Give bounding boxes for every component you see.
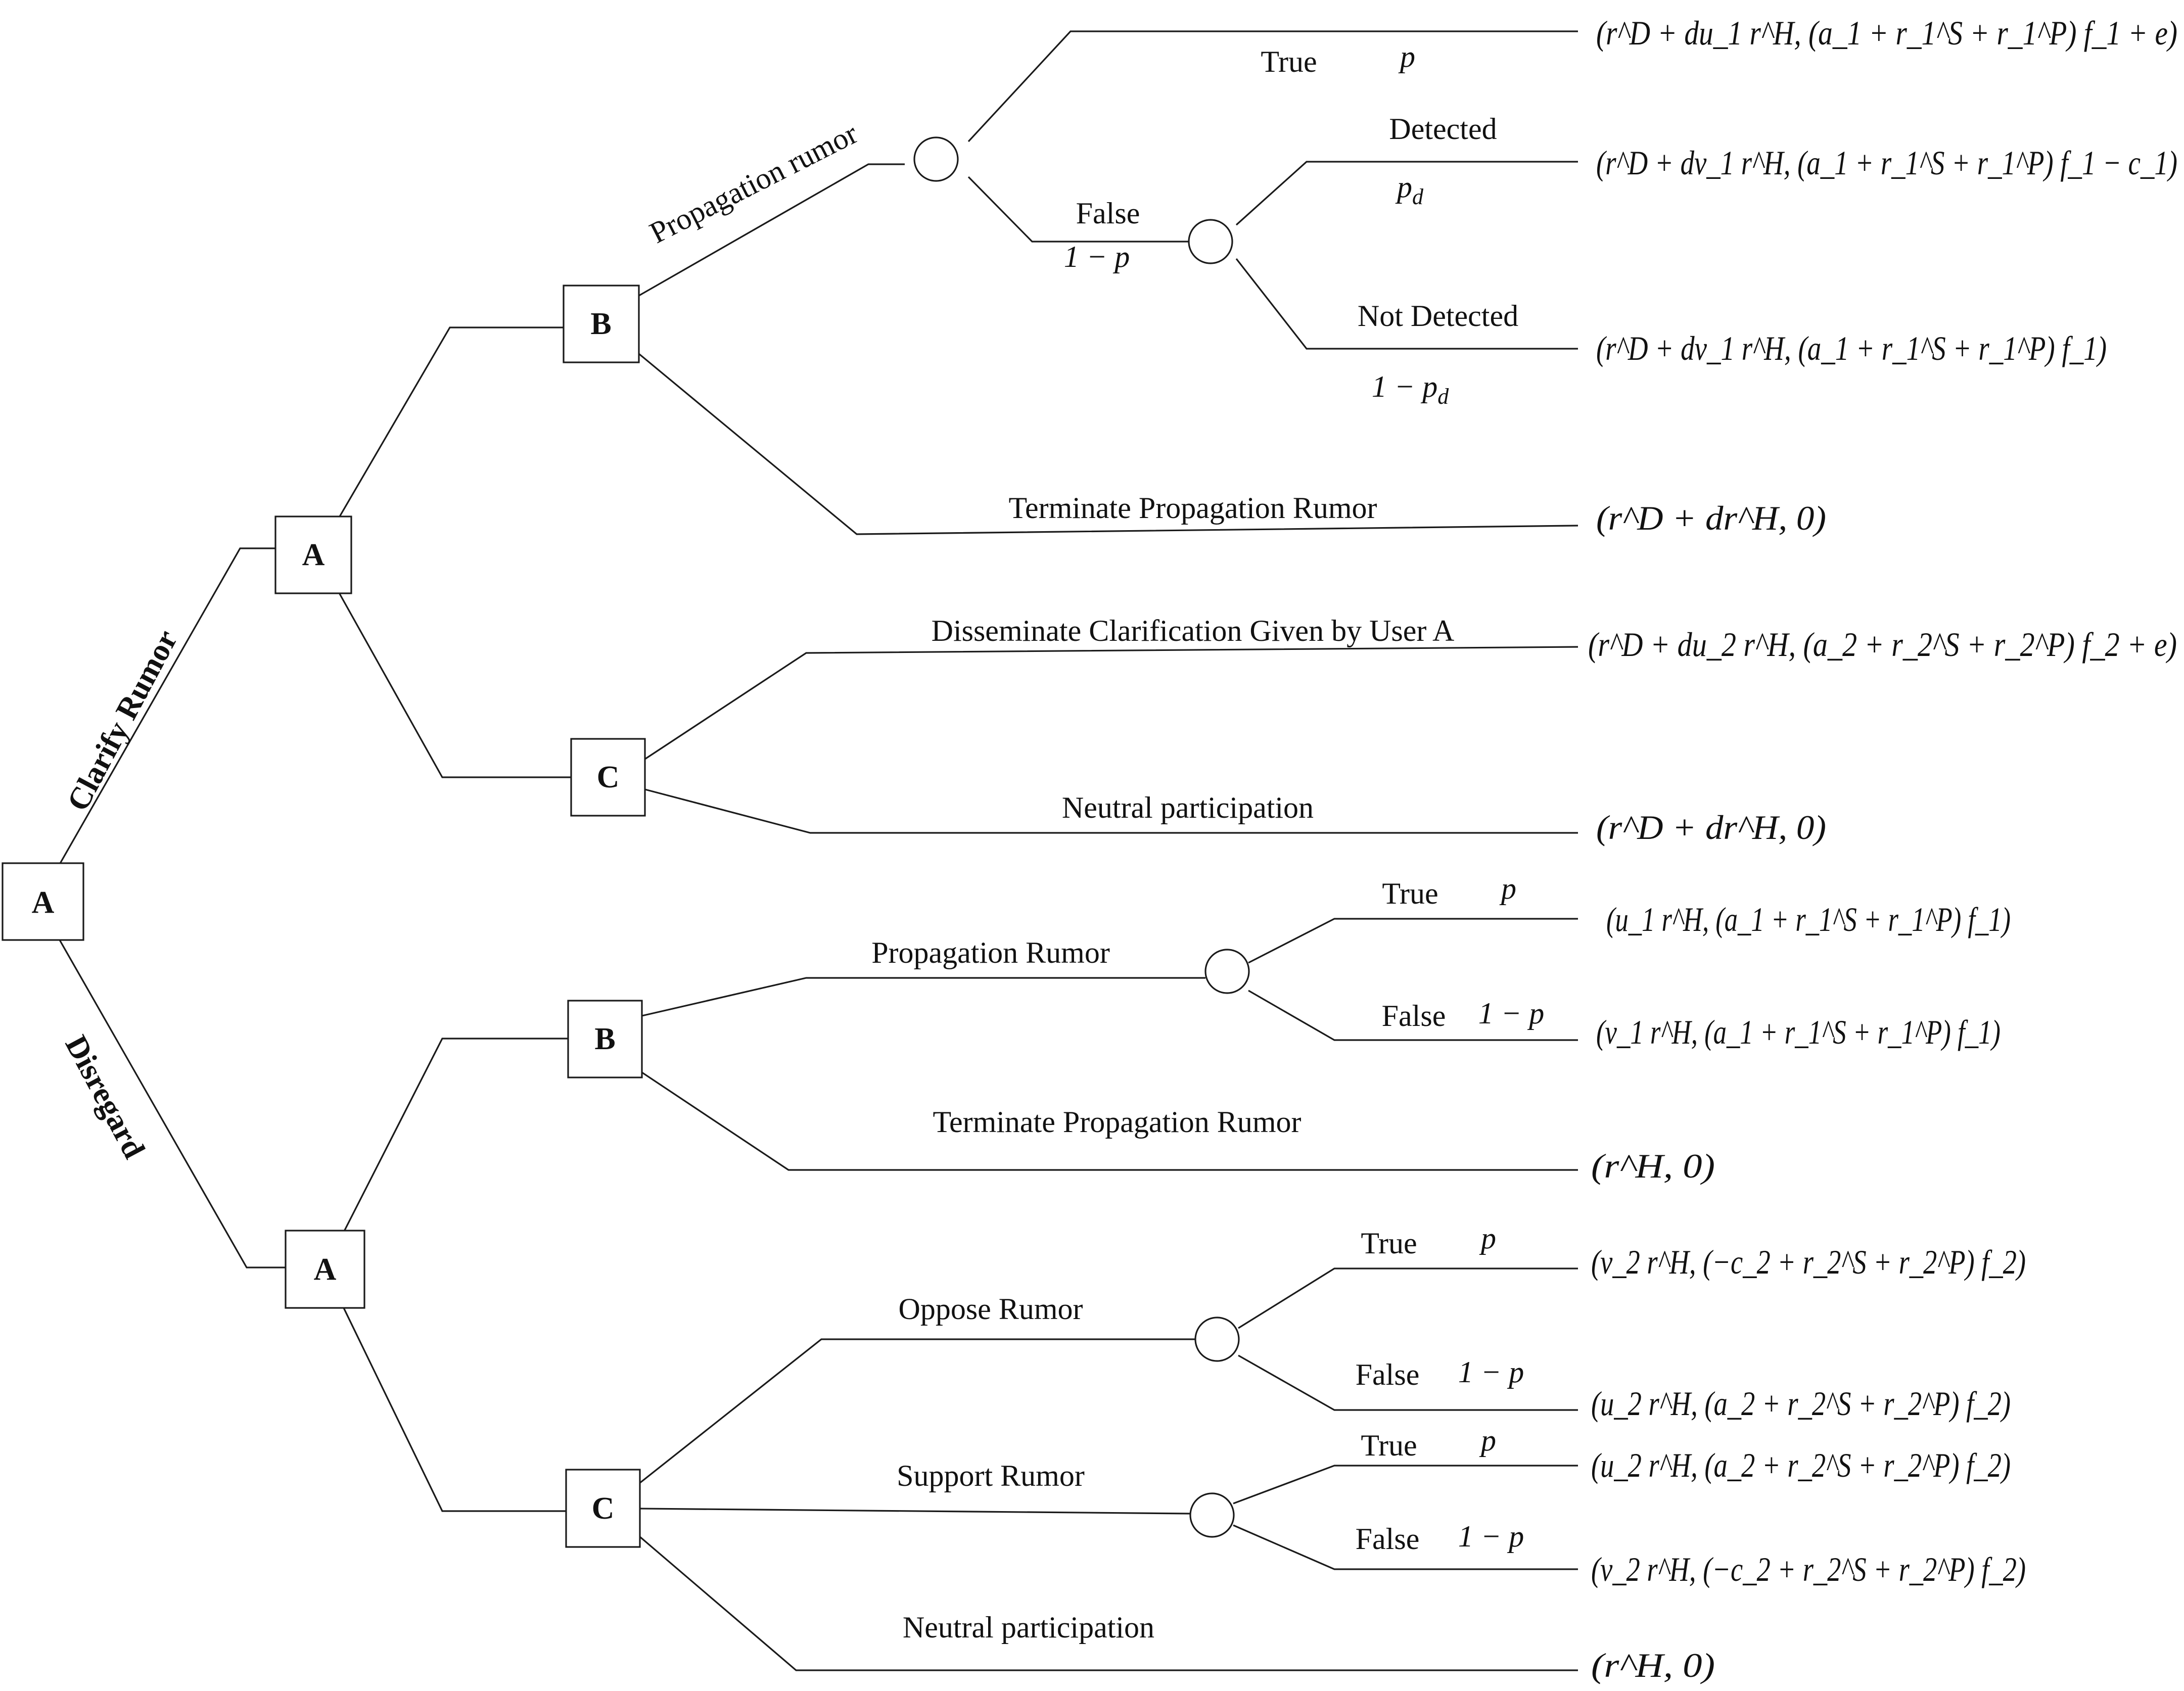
- chance-node-l-prop: [1204, 949, 1250, 994]
- payoff-7: (u_1 r^H, (a_1 + r_1^S + r_1^P) f_1): [1606, 900, 2011, 938]
- edge-upper-a-c: [339, 593, 571, 778]
- l-prop-false-prob: 1 − p: [1478, 997, 1545, 1030]
- edge-u-prop: [638, 163, 905, 297]
- u-true-label: True: [1261, 45, 1317, 78]
- edge-l-oppose: [639, 1338, 1195, 1484]
- edge-l-sup-false: [1233, 1524, 1578, 1570]
- lower-node-b: B: [567, 1000, 643, 1078]
- upper-node-a: A: [274, 515, 352, 594]
- lower-node-c: C: [565, 1469, 641, 1548]
- svg-text:A: A: [314, 1252, 337, 1287]
- u-true-prob: p: [1398, 40, 1415, 73]
- u-notdetected-label: Not Detected: [1358, 299, 1518, 333]
- edge-labels: True p False 1 − p Detected pd Not Detec…: [871, 40, 1544, 1644]
- l-prop-true-label: True: [1382, 877, 1438, 910]
- l-sup-false-prob: 1 − p: [1458, 1520, 1524, 1553]
- l-prop-label: Propagation Rumor: [871, 936, 1110, 969]
- lower-node-a: A: [285, 1230, 365, 1309]
- l-support-label: Support Rumor: [897, 1459, 1085, 1492]
- chance-node-l-oppose: [1194, 1317, 1240, 1362]
- chance-node-u-false: [1188, 219, 1233, 264]
- payoff-4: (r^D + dr^H, 0): [1596, 499, 1826, 537]
- l-prop-true-prob: p: [1499, 872, 1516, 905]
- edge-upper-a-b: [339, 326, 564, 517]
- edge-u-false: [967, 176, 1189, 243]
- payoff-1: (r^D + du_1 r^H, (a_1 + r_1^S + r_1^P) f…: [1596, 14, 2177, 52]
- payoff-2: (r^D + dv_1 r^H, (a_1 + r_1^S + r_1^P) f…: [1596, 144, 2177, 182]
- l-sup-true-label: True: [1361, 1429, 1417, 1462]
- root-node-a: A: [2, 862, 84, 941]
- u-false-label: False: [1076, 197, 1140, 230]
- payoff-14: (r^H, 0): [1591, 1646, 1715, 1684]
- l-sup-true-prob: p: [1479, 1424, 1496, 1457]
- edge-l-prop-false: [1248, 990, 1578, 1041]
- clarify-rumor-label: Clarify Rumor: [61, 625, 184, 817]
- edge-l-terminate: [641, 1071, 1578, 1171]
- payoff-13: (v_2 r^H, (−c_2 + r_2^S + r_2^P) f_2): [1591, 1550, 2026, 1588]
- edge-l-neutral: [638, 1535, 1578, 1671]
- payoff-6: (r^D + dr^H, 0): [1596, 808, 1826, 847]
- edge-lower-a-b: [343, 1038, 568, 1233]
- edge-l-support: [639, 1508, 1191, 1515]
- svg-text:B: B: [590, 307, 611, 341]
- edge-clarify: [59, 547, 275, 865]
- edge-u-terminate: [638, 353, 1578, 535]
- svg-text:C: C: [592, 1491, 615, 1526]
- edge-u-true: [967, 30, 1578, 143]
- edge-u-neutral: [644, 788, 1578, 834]
- l-terminate-label: Terminate Propagation Rumor: [933, 1105, 1302, 1139]
- l-neutral-label: Neutral participation: [903, 1611, 1154, 1644]
- payoffs: (r^D + du_1 r^H, (a_1 + r_1^S + r_1^P) f…: [1588, 14, 2177, 1684]
- edge-l-sup-true: [1233, 1465, 1578, 1505]
- payoff-8: (v_1 r^H, (a_1 + r_1^S + r_1^P) f_1): [1596, 1013, 2001, 1051]
- chance-node-l-support: [1189, 1492, 1235, 1538]
- edge-lower-a-c: [343, 1307, 566, 1512]
- svg-text:A: A: [302, 538, 325, 572]
- u-detected-prob: pd: [1395, 170, 1424, 209]
- payoff-10: (v_2 r^H, (−c_2 + r_2^S + r_2^P) f_2): [1591, 1243, 2026, 1281]
- l-opp-true-label: True: [1361, 1227, 1417, 1260]
- tree-edges: [59, 30, 1578, 1671]
- l-oppose-label: Oppose Rumor: [899, 1292, 1083, 1326]
- payoff-12: (u_2 r^H, (a_2 + r_2^S + r_2^P) f_2): [1591, 1446, 2011, 1484]
- l-prop-false-label: False: [1382, 999, 1446, 1032]
- edge-l-opp-false: [1238, 1354, 1578, 1411]
- svg-text:C: C: [597, 760, 620, 794]
- l-sup-false-label: False: [1356, 1522, 1420, 1556]
- chance-node-u-prop: [913, 136, 959, 182]
- svg-text:A: A: [32, 885, 55, 920]
- edge-l-opp-true: [1238, 1267, 1578, 1329]
- edge-l-prop-true: [1248, 918, 1578, 964]
- upper-node-b: B: [563, 285, 640, 363]
- edge-u-notdetected: [1235, 258, 1578, 350]
- chance-nodes: [913, 136, 1250, 1538]
- edge-l-prop: [641, 977, 1205, 1017]
- payoff-3: (r^D + dv_1 r^H, (a_1 + r_1^S + r_1^P) f…: [1596, 329, 2107, 367]
- u-dissem-label: Disseminate Clarification Given by User …: [932, 614, 1455, 647]
- payoff-11: (u_2 r^H, (a_2 + r_2^S + r_2^P) f_2): [1591, 1384, 2011, 1423]
- edge-u-dissem: [644, 646, 1578, 760]
- disregard-label: Disregard: [59, 1030, 152, 1164]
- upper-node-c: C: [570, 738, 646, 817]
- l-opp-true-prob: p: [1479, 1222, 1496, 1255]
- u-notdetected-prob: 1 − pd: [1372, 370, 1450, 409]
- svg-text:B: B: [594, 1022, 615, 1056]
- l-opp-false-prob: 1 − p: [1458, 1355, 1524, 1389]
- l-opp-false-label: False: [1356, 1358, 1420, 1391]
- payoff-5: (r^D + du_2 r^H, (a_2 + r_2^S + r_2^P) f…: [1588, 625, 2177, 664]
- u-detected-label: Detected: [1389, 112, 1497, 146]
- decision-nodes: A A B C A B C: [2, 285, 646, 1548]
- u-neutral-label: Neutral participation: [1062, 791, 1314, 824]
- u-false-prob: 1 − p: [1064, 240, 1130, 273]
- edge-u-detected: [1235, 161, 1578, 226]
- u-terminate-label: Terminate Propagation Rumor: [1009, 491, 1377, 525]
- payoff-9: (r^H, 0): [1591, 1147, 1715, 1185]
- edge-disregard: [59, 940, 286, 1269]
